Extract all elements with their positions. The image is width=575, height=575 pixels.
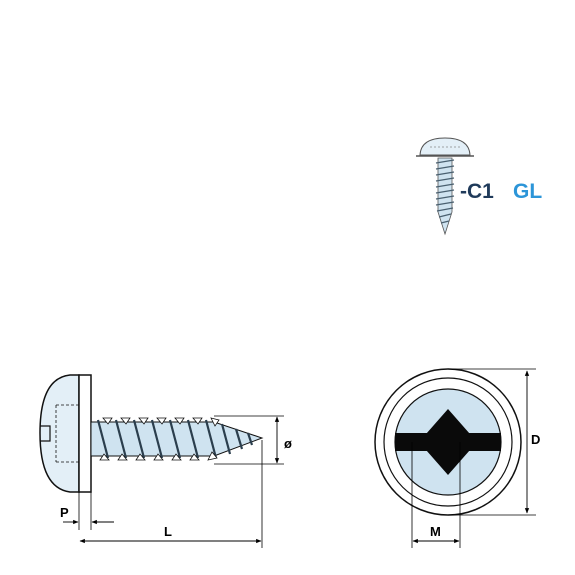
label-pitch: P	[60, 505, 69, 520]
screw-side-view	[39, 374, 264, 493]
dimension-head-diameter	[448, 368, 536, 516]
label-head-diameter: D	[531, 432, 540, 447]
product-code-prefix: -C1	[460, 180, 494, 203]
label-length: L	[164, 524, 172, 539]
label-recess: M	[430, 524, 441, 539]
product-thumbnail-icon	[416, 137, 474, 236]
dimension-length	[79, 440, 263, 548]
dimension-diameter	[214, 415, 284, 465]
dimension-recess	[411, 442, 461, 548]
dimension-pitch	[63, 492, 114, 530]
screw-top-view	[374, 368, 522, 516]
product-code-suffix: GL	[513, 180, 542, 203]
label-diameter: ø	[284, 436, 292, 451]
